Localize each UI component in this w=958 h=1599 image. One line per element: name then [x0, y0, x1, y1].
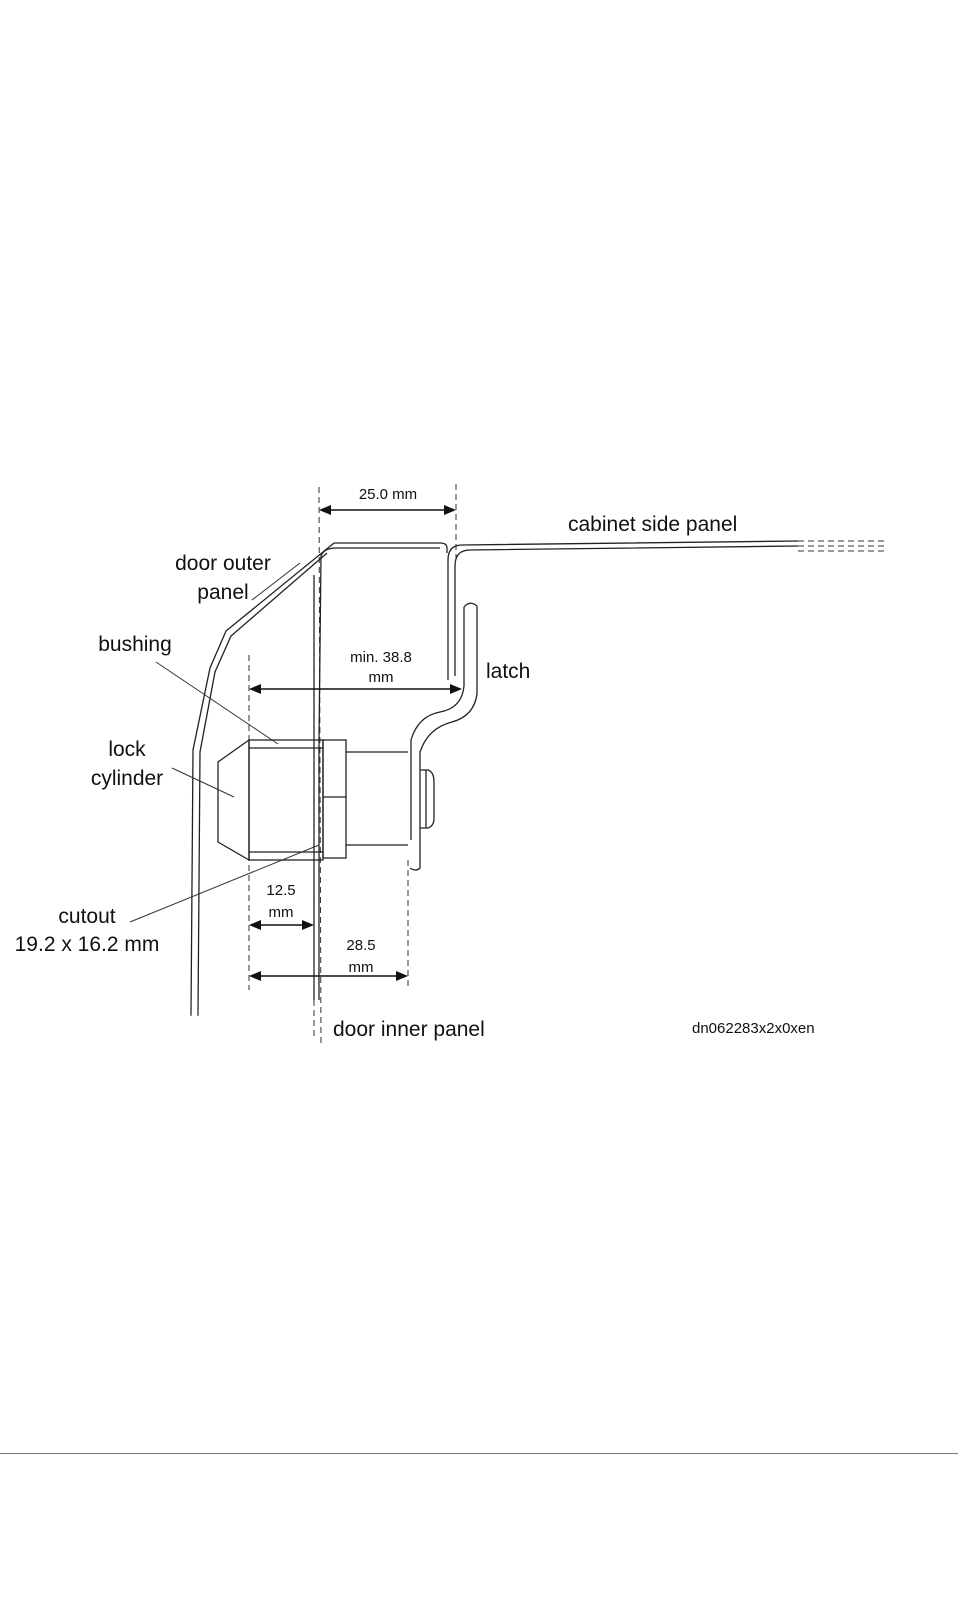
label-lock-cylinder-2: cylinder	[91, 767, 163, 790]
figure-code: dn062283x2x0xen	[692, 1020, 815, 1037]
component-labels: cabinet side panel door outer panel bush…	[15, 513, 738, 1041]
leader-lock-cylinder	[172, 768, 234, 797]
dim-label-cylinder-len-2: mm	[349, 959, 374, 976]
label-door-outer-panel-2: panel	[197, 581, 248, 604]
dim-label-bushing-len-2: mm	[269, 904, 294, 921]
label-cabinet-side-panel: cabinet side panel	[568, 513, 737, 536]
label-lock-cylinder-1: lock	[108, 738, 146, 761]
label-latch: latch	[486, 660, 530, 683]
leader-lines	[130, 563, 319, 922]
door-inner-panel-shape	[314, 575, 319, 1040]
dimension-labels: 25.0 mm min. 38.8 mm 12.5 mm 28.5 mm	[266, 486, 417, 976]
label-door-outer-panel-1: door outer	[175, 552, 271, 575]
leader-bushing	[156, 662, 278, 744]
lock-cylinder-shape	[218, 740, 434, 860]
latch-shape	[410, 603, 477, 870]
dim-label-min-depth-1: min. 38.8	[350, 649, 412, 666]
label-cutout-1: cutout	[58, 905, 115, 928]
page-divider	[0, 1453, 958, 1454]
label-door-inner-panel: door inner panel	[333, 1018, 485, 1041]
label-cutout-2: 19.2 x 16.2 mm	[15, 933, 160, 956]
dim-label-bushing-len-1: 12.5	[266, 882, 295, 899]
dim-label-min-depth-2: mm	[369, 669, 394, 686]
dim-label-cylinder-len-1: 28.5	[346, 937, 375, 954]
label-bushing: bushing	[98, 633, 172, 656]
dim-label-top-gap: 25.0 mm	[359, 486, 417, 503]
